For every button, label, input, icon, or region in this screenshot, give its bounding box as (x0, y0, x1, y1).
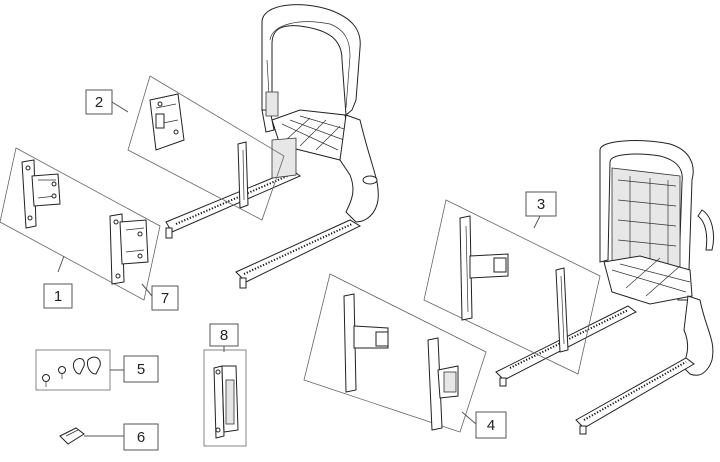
callout-label-2-text: 2 (95, 94, 103, 111)
callout-label-4: 4 (475, 411, 507, 439)
callout-label-8-text: 8 (220, 327, 228, 344)
callout-label-7: 7 (151, 285, 179, 311)
part-4-left-bracket (343, 293, 389, 393)
callout-label-4-text: 4 (487, 417, 495, 434)
part-1-bracket (21, 159, 61, 229)
backrest-frame-right (495, 140, 715, 435)
callout-label-5-text: 5 (137, 361, 145, 378)
callout-label-1-text: 1 (54, 288, 62, 305)
callout-label-3: 3 (525, 191, 557, 217)
callout-label-7-text: 7 (161, 290, 169, 307)
callout-frame-2 (127, 75, 285, 221)
callout-label-3-text: 3 (537, 196, 545, 213)
callout-label-2: 2 (85, 89, 113, 115)
leader-lines (57, 101, 541, 437)
part-4-right-bracket (427, 337, 459, 431)
callout-label-8: 8 (209, 323, 239, 347)
callout-frame-3 (423, 199, 601, 375)
part-8-handle (203, 349, 247, 447)
part-2-bracket (149, 93, 185, 151)
callout-label-6: 6 (123, 423, 159, 451)
callout-label-1: 1 (43, 283, 73, 309)
part-6-clip (59, 427, 85, 445)
callout-frame-4 (303, 273, 487, 433)
part-7-bracket (109, 213, 149, 285)
part-3-bracket (459, 215, 509, 321)
callout-label-5: 5 (123, 355, 159, 383)
backrest-frame-left (165, 4, 379, 289)
callout-label-6-text: 6 (137, 429, 145, 446)
part-5-hardware (35, 349, 111, 391)
callout-frame-1-7 (0, 147, 161, 301)
